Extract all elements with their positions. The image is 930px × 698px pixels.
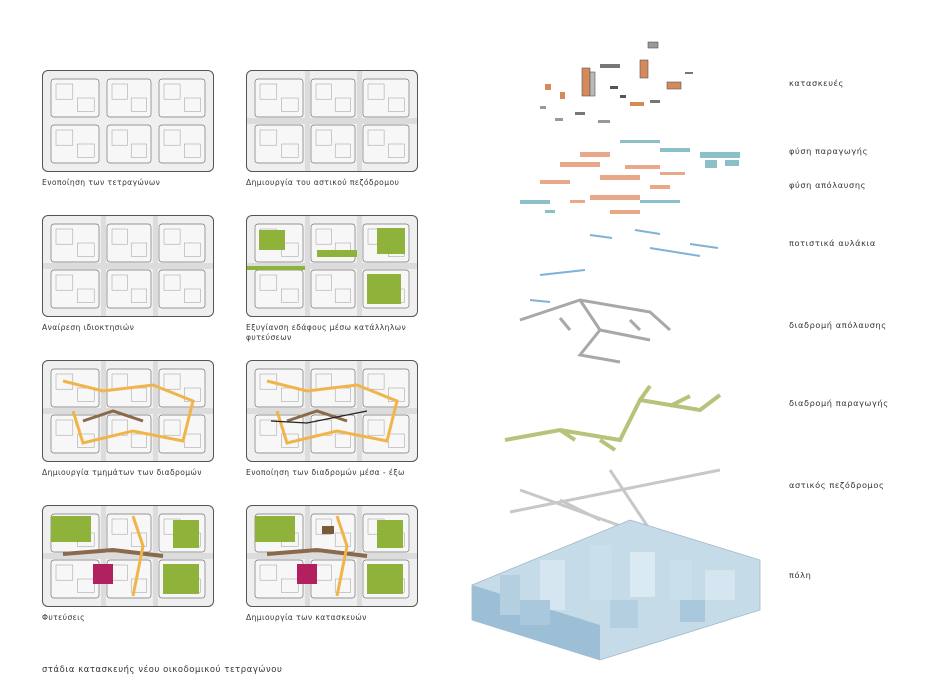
layer-label: πόλη (789, 570, 812, 580)
layer-label: διαδρομή παραγωγής (789, 398, 889, 408)
stage-caption: Δημιουργία του αστικού πεζόδρομου (246, 178, 400, 187)
layer-label: ποτιστικά αυλάκια (789, 238, 876, 248)
stage-caption: Αναίρεση ιδιοκτησιών (42, 323, 135, 332)
stage-caption: Φυτεύσεις (42, 613, 85, 622)
layer-city (471, 519, 761, 661)
stage-panel (246, 360, 418, 462)
figure-caption: στάδια κατασκευής νέου οικοδομικού τετρα… (42, 664, 283, 674)
stage-caption: Ενοποίηση των τετραγώνων (42, 178, 161, 187)
stage-caption: Εξυγίανση εδάφους μέσω κατάλληλων φυτεύσ… (246, 323, 407, 342)
stage-panel (246, 505, 418, 607)
stage-panel (246, 215, 418, 317)
layer-label: κατασκευές (789, 78, 844, 88)
stage-panel (42, 360, 214, 462)
layer-enjoyment-route (519, 298, 672, 364)
layer-label: αστικός πεζόδρομος (789, 480, 885, 490)
stage-caption: Δημιουργία τμημάτων των διαδρομών (42, 468, 202, 477)
layer-productive-nature (540, 152, 685, 214)
layer-label: φύση παραγωγής (789, 146, 868, 156)
layer-label: διαδρομή απόλαυσης (789, 320, 887, 330)
stage-panel (42, 215, 214, 317)
stage-panel (246, 70, 418, 172)
layer-enjoyment-nature (520, 140, 740, 213)
stage-caption: Ενοποίηση των διαδρομών μέσα - έξω (246, 468, 405, 477)
layer-constructions (540, 41, 693, 123)
stage-caption: Δημιουργία των κατασκευών (246, 613, 367, 622)
layer-irrigation (529, 229, 719, 303)
layer-production-route (504, 384, 722, 452)
layer-label: φύση απόλαυσης (789, 180, 867, 190)
stage-panel (42, 505, 214, 607)
stage-panel (42, 70, 214, 172)
